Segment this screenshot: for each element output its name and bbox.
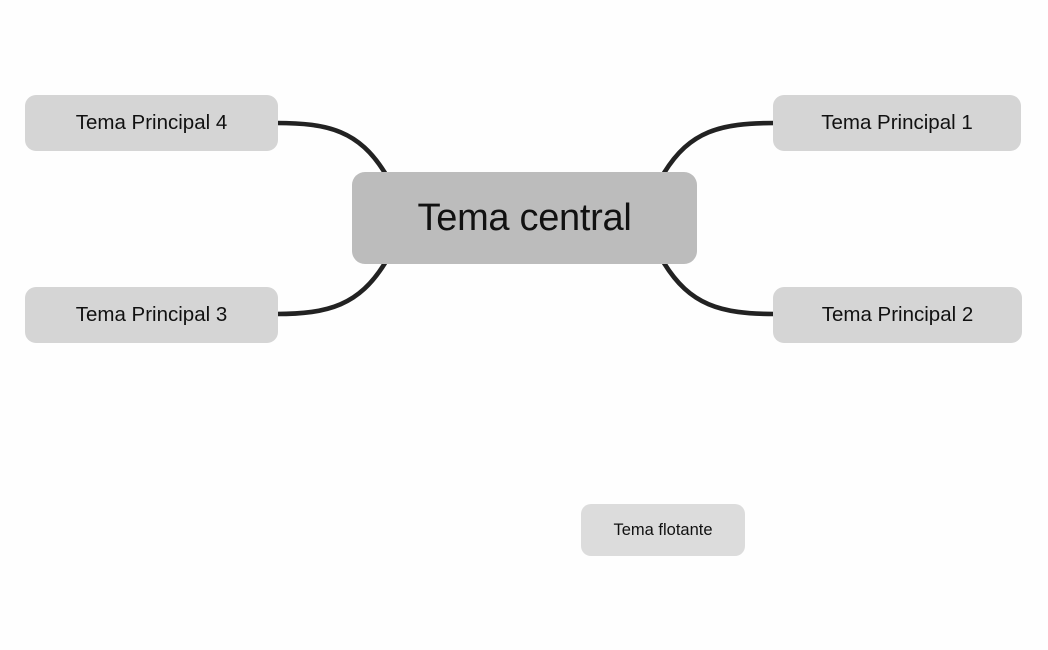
branch-label: Tema Principal 1	[821, 111, 973, 134]
central-topic-node[interactable]: Tema central	[352, 172, 697, 264]
connector-central-to-branch-2	[661, 260, 778, 317]
branch-node-tema-principal-4[interactable]: Tema Principal 4	[25, 95, 278, 151]
branch-node-tema-principal-3[interactable]: Tema Principal 3	[25, 287, 278, 343]
floating-topic-node[interactable]: Tema flotante	[581, 504, 745, 556]
central-topic-label: Tema central	[417, 196, 632, 239]
floating-topic-label: Tema flotante	[613, 520, 713, 539]
branch-label: Tema Principal 2	[821, 303, 974, 326]
branch-node-tema-principal-2[interactable]: Tema Principal 2	[773, 287, 1022, 343]
connector-central-to-branch-3	[273, 260, 388, 317]
branch-label: Tema Principal 3	[75, 303, 228, 326]
connector-central-to-branch-4	[273, 120, 388, 176]
branch-node-tema-principal-1[interactable]: Tema Principal 1	[773, 95, 1021, 151]
connector-central-to-branch-1	[661, 120, 778, 176]
branch-label: Tema Principal 4	[75, 111, 228, 134]
